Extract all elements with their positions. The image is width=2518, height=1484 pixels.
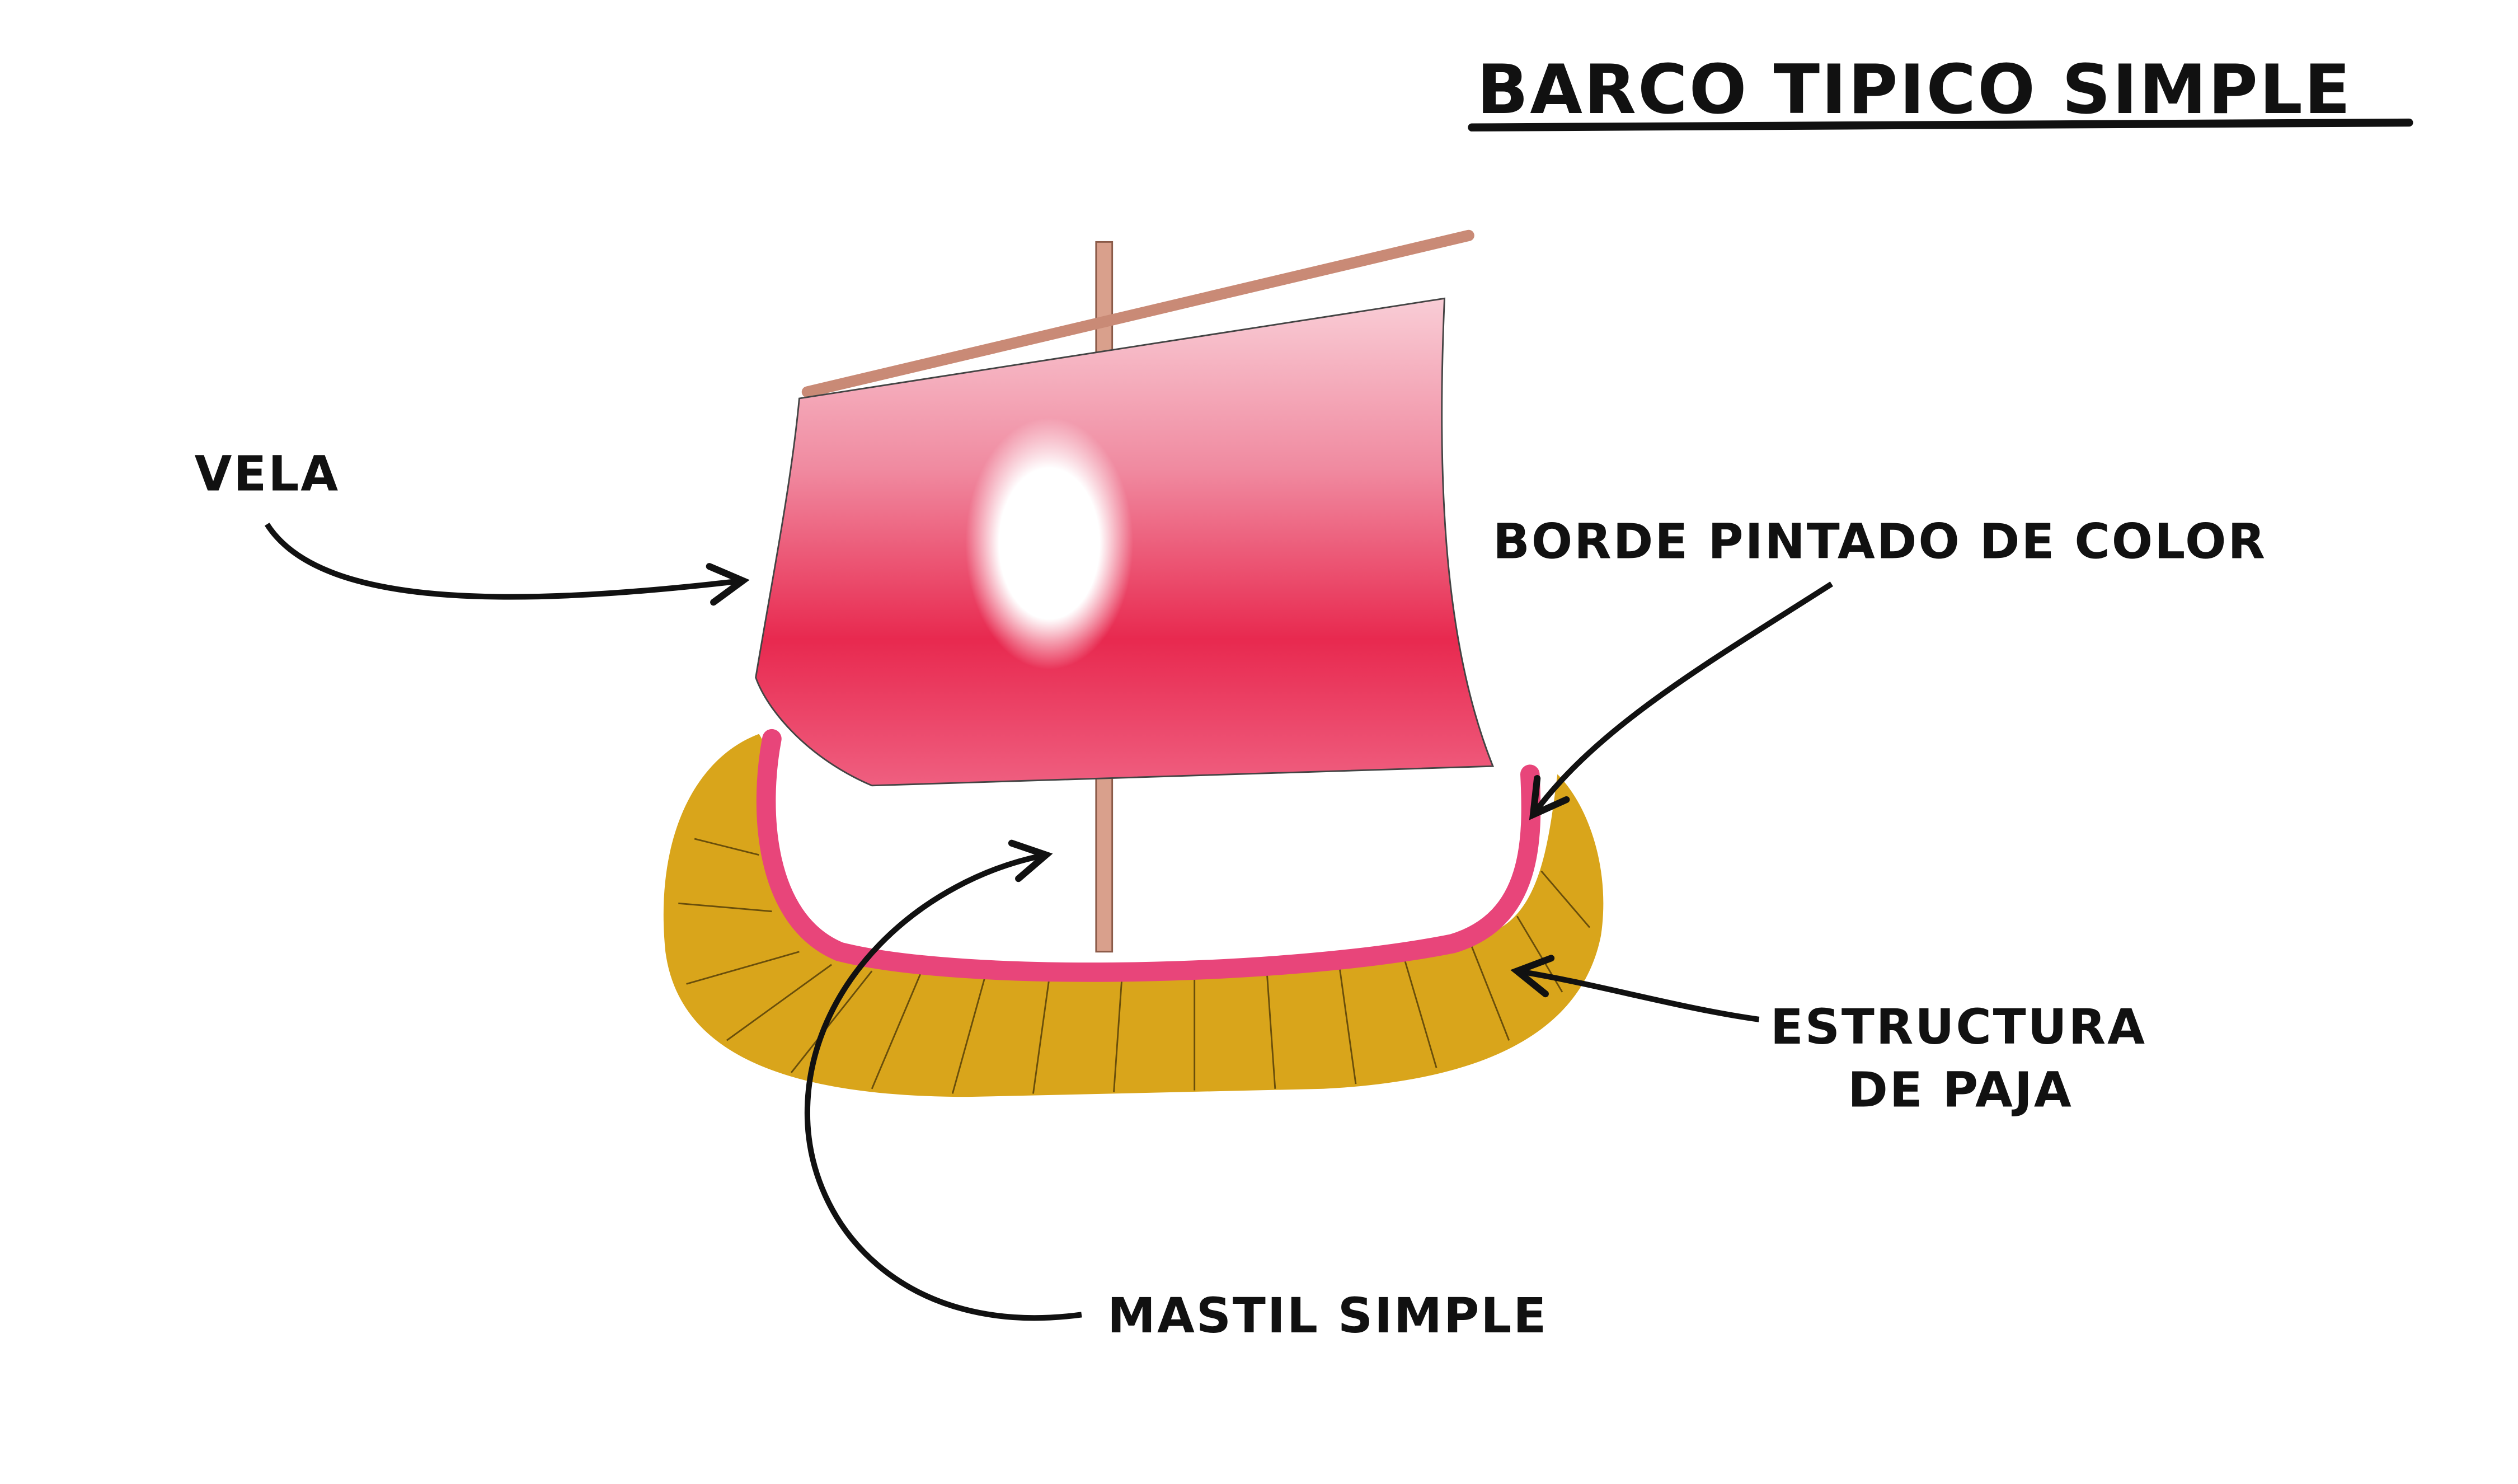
straw-hull bbox=[663, 729, 1604, 1097]
arrow-rim bbox=[1529, 581, 1834, 820]
label-rim: BORDE PINTADO DE COLOR bbox=[1493, 514, 2267, 570]
arrow-mast bbox=[804, 839, 1082, 1321]
label-mast: MASTIL SIMPLE bbox=[1107, 1288, 1548, 1344]
sail bbox=[755, 297, 1495, 787]
label-hull-line2: DE PAJA bbox=[1848, 1062, 2073, 1118]
arrow-sail bbox=[264, 523, 750, 606]
label-sail: VELA bbox=[194, 446, 340, 502]
yard bbox=[801, 229, 1474, 398]
painted-rim bbox=[756, 729, 1541, 982]
label-hull-line1: ESTRUCTURA bbox=[1770, 999, 2146, 1055]
arrow-hull bbox=[1510, 955, 1760, 1022]
title-underline bbox=[1468, 118, 2413, 132]
diagram-title: BARCO TIPICO SIMPLE bbox=[1477, 50, 2352, 129]
